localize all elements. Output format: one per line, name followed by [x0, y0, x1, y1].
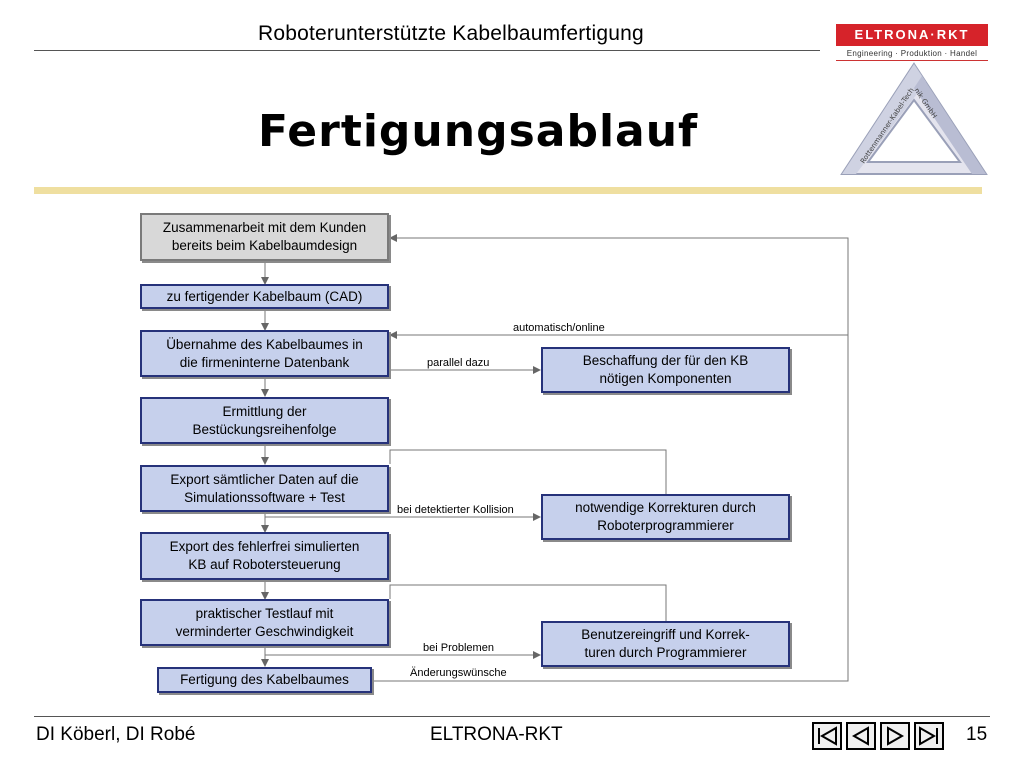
label-problems: bei Problemen — [423, 642, 494, 654]
label-automatic: automatisch/online — [513, 322, 605, 334]
header-divider — [34, 50, 820, 51]
footer-authors: DI Köberl, DI Robé — [36, 724, 196, 745]
slide-title: Fertigungsablauf — [258, 106, 699, 157]
next-slide-icon[interactable] — [880, 722, 910, 750]
label-parallel: parallel dazu — [427, 357, 490, 369]
logo-wordmark: ELTRONA·RKT — [836, 24, 988, 46]
flow-step-database-import: Übernahme des Kabelbaumes in die firmeni… — [140, 330, 389, 377]
title-underline — [34, 187, 982, 194]
page-number: 15 — [966, 724, 988, 745]
flow-step-production: Fertigung des Kabelbaumes — [157, 667, 372, 693]
label-changes: Änderungswünsche — [410, 667, 507, 679]
side-box-corrections: notwendige Korrekturen durch Roboterprog… — [541, 494, 790, 540]
footer-divider — [34, 716, 990, 717]
flow-step-test-run: praktischer Testlauf mit verminderter Ge… — [140, 599, 389, 646]
footer-company: ELTRONA-RKT — [430, 724, 563, 745]
flow-step-robot-export: Export des fehlerfrei simulierten KB auf… — [140, 532, 389, 580]
flow-step-simulation-export: Export sämtlicher Daten auf die Simulati… — [140, 465, 389, 512]
company-logo: ELTRONA·RKT Engineering · Produktion · H… — [836, 24, 992, 184]
logo-triangle-icon: Rottenmanner-Kabel-Technik GmbH — [840, 62, 988, 175]
previous-slide-icon[interactable] — [846, 722, 876, 750]
first-slide-icon[interactable] — [812, 722, 842, 750]
side-box-procurement: Beschaffung der für den KB nötigen Kompo… — [541, 347, 790, 393]
label-collision: bei detektierter Kollision — [397, 504, 514, 516]
logo-tagline: Engineering · Produktion · Handel — [836, 49, 988, 61]
header-title: Roboterunterstützte Kabelbaumfertigung — [258, 22, 644, 45]
flow-step-customer-collaboration: Zusammenarbeit mit dem Kunden bereits be… — [140, 213, 389, 261]
flow-step-assembly-order: Ermittlung der Bestückungsreihenfolge — [140, 397, 389, 444]
side-box-user-intervention: Benutzereingriff und Korrek- turen durch… — [541, 621, 790, 667]
flow-step-cad: zu fertigender Kabelbaum (CAD) — [140, 284, 389, 309]
last-slide-icon[interactable] — [914, 722, 944, 750]
